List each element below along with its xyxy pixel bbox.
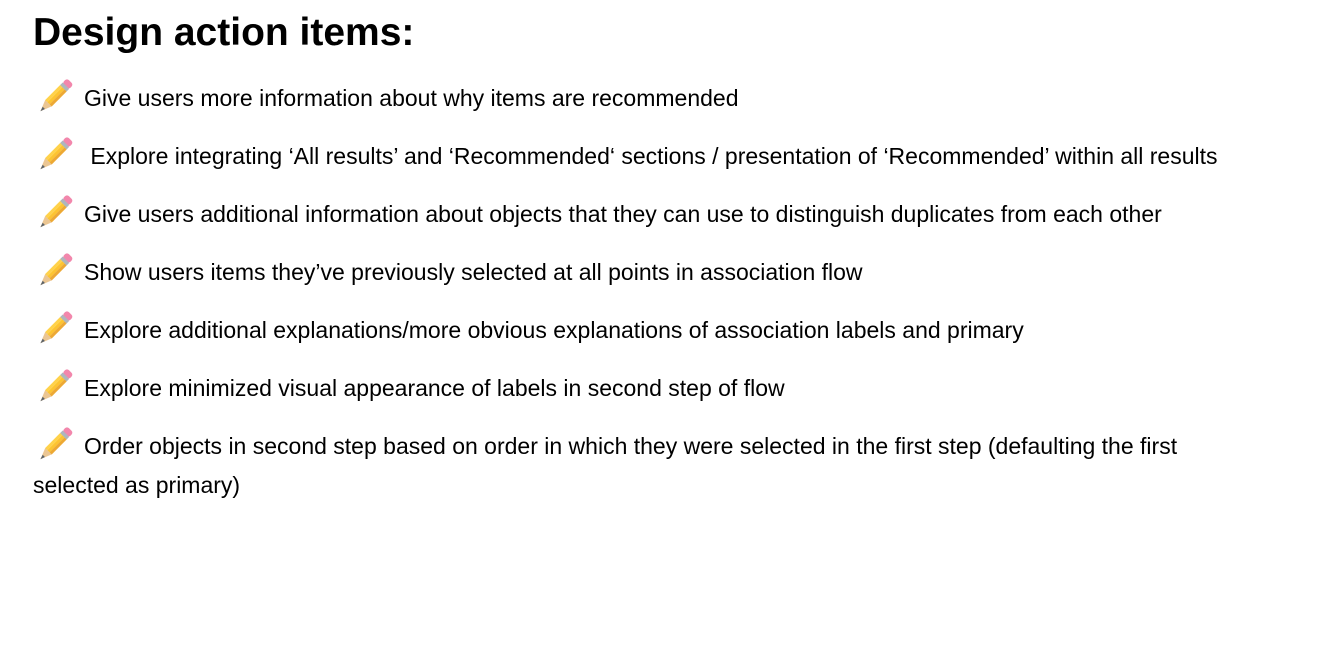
action-item: Give users more information about why it…: [33, 74, 1260, 118]
page-title: Design action items:: [33, 11, 415, 54]
pencil-icon: [33, 422, 77, 466]
action-item-text: Explore integrating ‘All results’ and ‘R…: [84, 143, 1218, 170]
pencil-icon: [33, 132, 77, 176]
action-item: Show users items they’ve previously sele…: [33, 248, 1260, 292]
pencil-icon: [33, 248, 77, 292]
action-item: Explore additional explanations/more obv…: [33, 306, 1260, 350]
action-item-text: Give users more information about why it…: [84, 85, 739, 112]
action-item-text: Show users items they’ve previously sele…: [84, 259, 863, 286]
pencil-icon: [33, 74, 77, 118]
pencil-icon: [33, 364, 77, 408]
action-item-text: Give users additional information about …: [84, 201, 1162, 228]
action-item-text: Order objects in second step based on or…: [33, 433, 1184, 499]
action-items-list: Give users more information about why it…: [33, 74, 1260, 505]
action-item: Order objects in second step based on or…: [33, 422, 1260, 505]
pencil-icon: [33, 190, 77, 234]
action-item: Explore integrating ‘All results’ and ‘R…: [33, 132, 1260, 176]
action-item-text: Explore minimized visual appearance of l…: [84, 375, 785, 402]
pencil-icon: [33, 306, 77, 350]
action-item: Explore minimized visual appearance of l…: [33, 364, 1260, 408]
action-item-text: Explore additional explanations/more obv…: [84, 317, 1024, 344]
action-item: Give users additional information about …: [33, 190, 1260, 234]
document-page: Design action items: Give users more inf…: [33, 11, 1260, 505]
